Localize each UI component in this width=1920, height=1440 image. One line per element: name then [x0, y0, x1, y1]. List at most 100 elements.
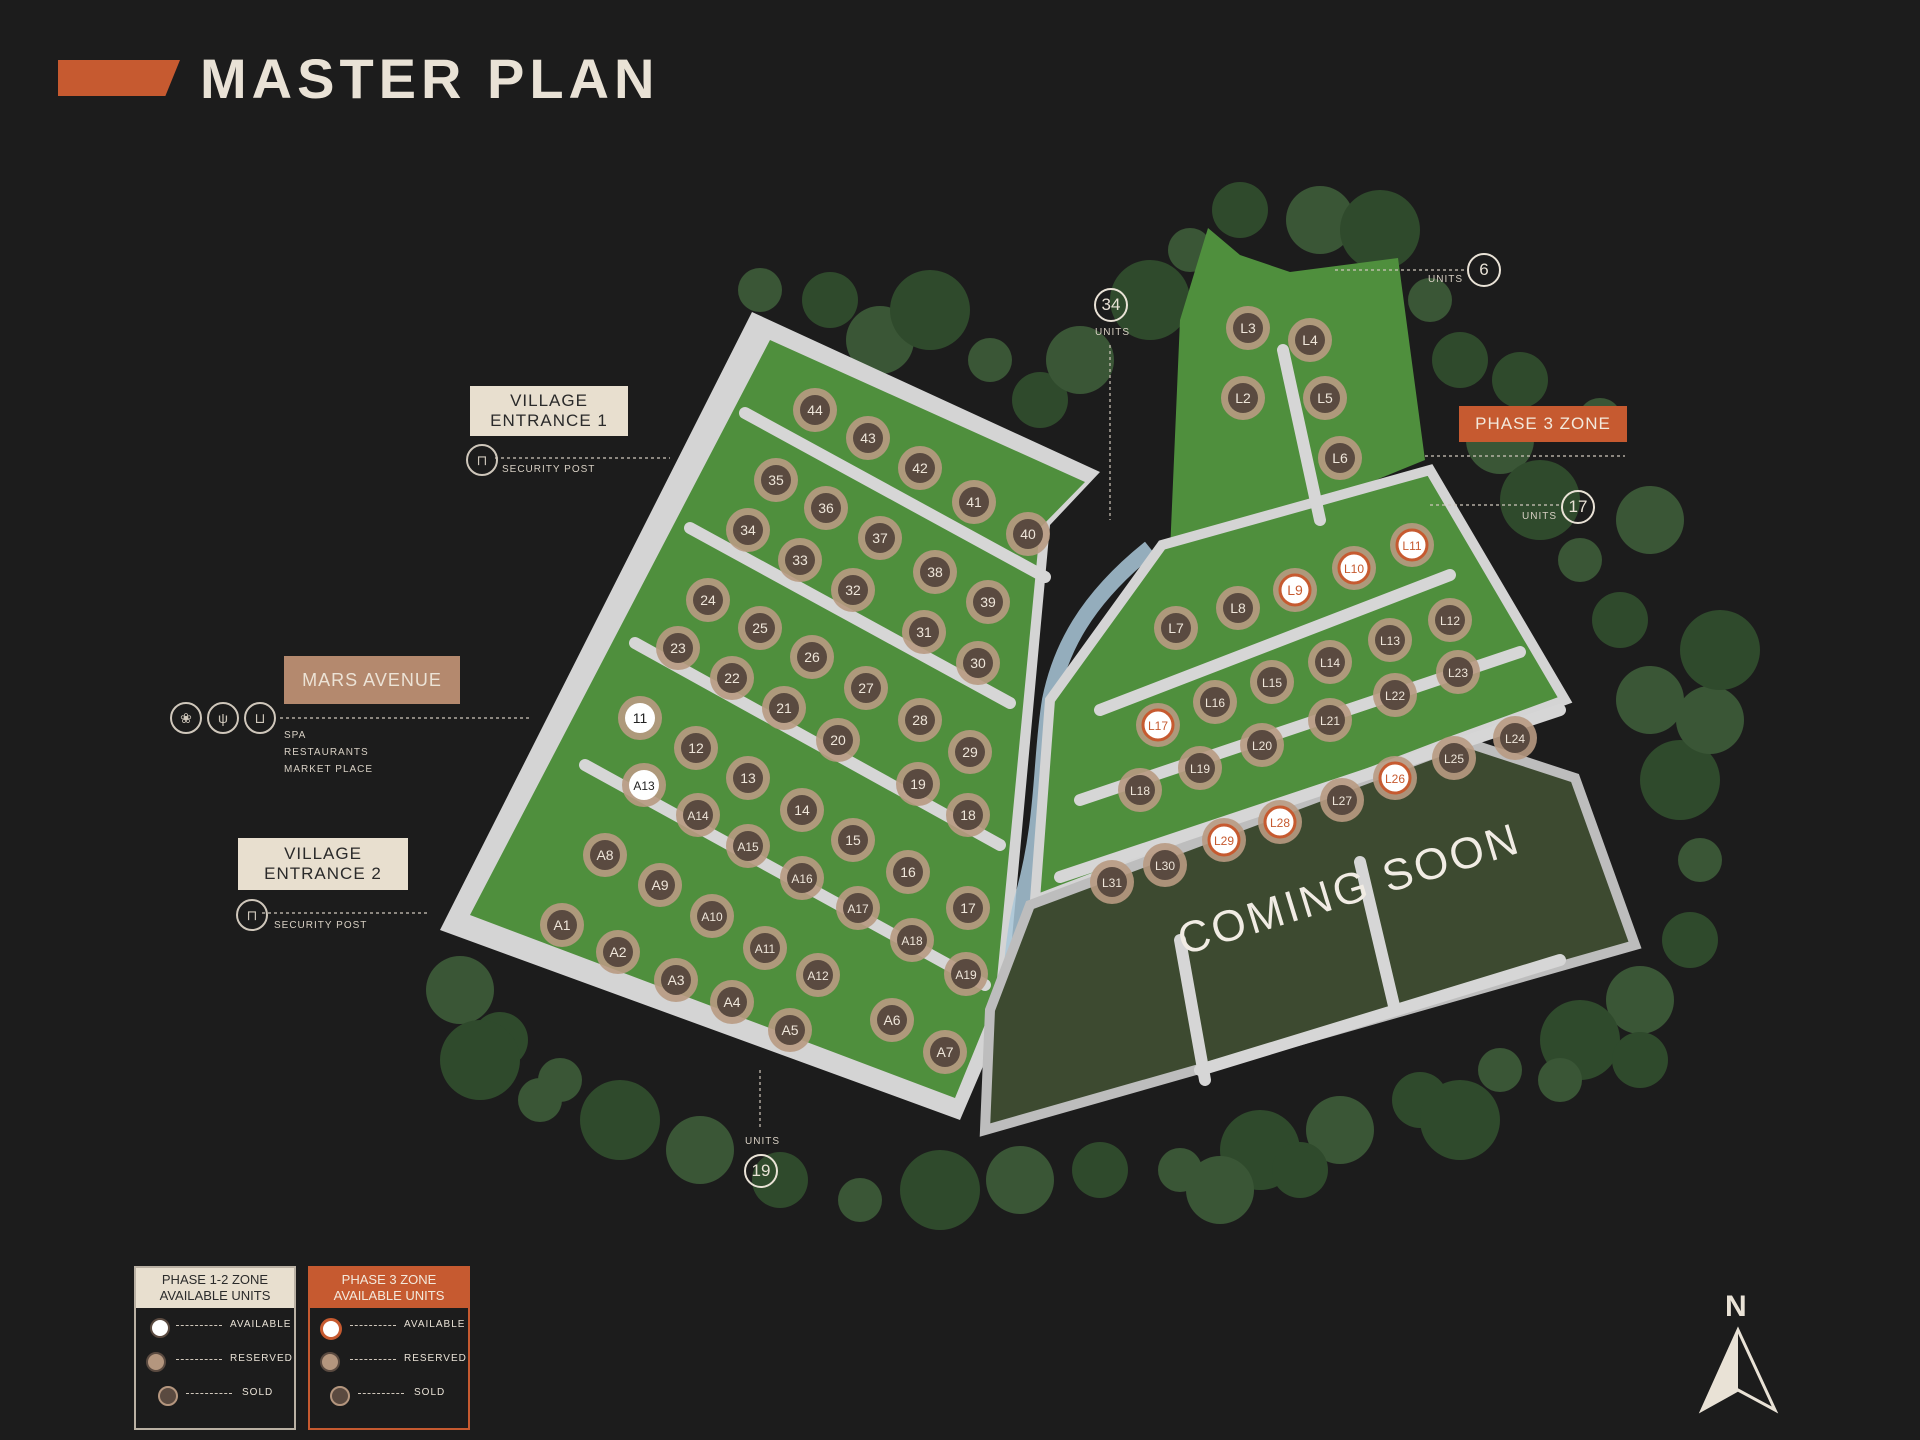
- lot-a5[interactable]: A5: [768, 1008, 812, 1052]
- lot-15[interactable]: 15: [831, 818, 875, 862]
- lot-label: A6: [883, 1012, 900, 1028]
- lot-a15[interactable]: A15: [726, 824, 770, 868]
- lot-l4[interactable]: L4: [1288, 318, 1332, 362]
- lot-a13[interactable]: A13: [622, 763, 666, 807]
- lot-a14[interactable]: A14: [676, 793, 720, 837]
- lot-19[interactable]: 19: [896, 762, 940, 806]
- mars-avenue-label: MARS AVENUE: [284, 656, 460, 704]
- lot-label: L2: [1235, 390, 1251, 406]
- lot-l8[interactable]: L8: [1216, 586, 1260, 630]
- lot-l17[interactable]: L17: [1136, 703, 1180, 747]
- lot-l25[interactable]: L25: [1432, 736, 1476, 780]
- lot-a19[interactable]: A19: [944, 952, 988, 996]
- lot-a6[interactable]: A6: [870, 998, 914, 1042]
- lot-37[interactable]: 37: [858, 516, 902, 560]
- lot-12[interactable]: 12: [674, 726, 718, 770]
- lot-l31[interactable]: L31: [1090, 860, 1134, 904]
- lot-l18[interactable]: L18: [1118, 768, 1162, 812]
- lot-l13[interactable]: L13: [1368, 618, 1412, 662]
- lot-11[interactable]: 11: [618, 696, 662, 740]
- lot-l3[interactable]: L3: [1226, 306, 1270, 350]
- lot-label: L14: [1320, 656, 1340, 670]
- lot-l22[interactable]: L22: [1373, 673, 1417, 717]
- lot-31[interactable]: 31: [902, 610, 946, 654]
- lot-l7[interactable]: L7: [1154, 606, 1198, 650]
- lot-dot: [787, 863, 817, 893]
- lot-23[interactable]: 23: [656, 626, 700, 670]
- lot-l19[interactable]: L19: [1178, 746, 1222, 790]
- tree: [1340, 190, 1420, 270]
- lot-40[interactable]: 40: [1006, 512, 1050, 556]
- lot-44[interactable]: 44: [793, 388, 837, 432]
- lot-21[interactable]: 21: [762, 686, 806, 730]
- lot-13[interactable]: 13: [726, 756, 770, 800]
- lot-35[interactable]: 35: [754, 458, 798, 502]
- lot-l23[interactable]: L23: [1436, 650, 1480, 694]
- lot-l14[interactable]: L14: [1308, 640, 1352, 684]
- lot-dot: [733, 515, 763, 545]
- lot-l12[interactable]: L12: [1428, 598, 1472, 642]
- lot-label: A18: [901, 934, 923, 948]
- lot-l20[interactable]: L20: [1240, 723, 1284, 767]
- lot-a4[interactable]: A4: [710, 980, 754, 1024]
- lot-l2[interactable]: L2: [1221, 376, 1265, 420]
- lot-42[interactable]: 42: [898, 446, 942, 490]
- lot-34[interactable]: 34: [726, 508, 770, 552]
- lot-dot: [1097, 867, 1127, 897]
- lot-a9[interactable]: A9: [638, 863, 682, 907]
- lot-28[interactable]: 28: [898, 698, 942, 742]
- lot-l5[interactable]: L5: [1303, 376, 1347, 420]
- lot-l26[interactable]: L26: [1373, 756, 1417, 800]
- lot-33[interactable]: 33: [778, 538, 822, 582]
- lot-label: A11: [755, 942, 776, 956]
- lot-l24[interactable]: L24: [1493, 716, 1537, 760]
- lot-a11[interactable]: A11: [743, 926, 787, 970]
- lot-label: 22: [724, 670, 740, 686]
- lot-43[interactable]: 43: [846, 416, 890, 460]
- lot-l9[interactable]: L9: [1273, 568, 1317, 612]
- lot-dot: [905, 453, 935, 483]
- lot-39[interactable]: 39: [966, 580, 1010, 624]
- lot-32[interactable]: 32: [831, 568, 875, 612]
- lot-a10[interactable]: A10: [690, 894, 734, 938]
- lot-a18[interactable]: A18: [890, 918, 934, 962]
- lot-l11[interactable]: L11: [1390, 523, 1434, 567]
- lot-a12[interactable]: A12: [796, 953, 840, 997]
- lot-dot: [1200, 687, 1230, 717]
- lot-a8[interactable]: A8: [583, 833, 627, 877]
- lot-l21[interactable]: L21: [1308, 698, 1352, 742]
- lot-dot: [1150, 850, 1180, 880]
- lot-26[interactable]: 26: [790, 635, 834, 679]
- lot-36[interactable]: 36: [804, 486, 848, 530]
- lot-a16[interactable]: A16: [780, 856, 824, 900]
- lot-29[interactable]: 29: [948, 730, 992, 774]
- lot-38[interactable]: 38: [913, 550, 957, 594]
- lot-dot: [1439, 743, 1469, 773]
- lot-l16[interactable]: L16: [1193, 680, 1237, 724]
- lot-17[interactable]: 17: [946, 886, 990, 930]
- lot-l10[interactable]: L10: [1332, 546, 1376, 590]
- lot-18[interactable]: 18: [946, 793, 990, 837]
- lot-24[interactable]: 24: [686, 578, 730, 622]
- lot-l29[interactable]: L29: [1202, 818, 1246, 862]
- lot-a7[interactable]: A7: [923, 1030, 967, 1074]
- lot-25[interactable]: 25: [738, 606, 782, 650]
- lot-a1[interactable]: A1: [540, 903, 584, 947]
- lot-27[interactable]: 27: [844, 666, 888, 710]
- tree: [1640, 740, 1720, 820]
- lot-a2[interactable]: A2: [596, 930, 640, 974]
- lot-l6[interactable]: L6: [1318, 436, 1362, 480]
- lot-l15[interactable]: L15: [1250, 660, 1294, 704]
- lot-41[interactable]: 41: [952, 480, 996, 524]
- lot-l28[interactable]: L28: [1258, 800, 1302, 844]
- lot-16[interactable]: 16: [886, 850, 930, 894]
- lot-a17[interactable]: A17: [836, 886, 880, 930]
- lot-l27[interactable]: L27: [1320, 778, 1364, 822]
- lot-l30[interactable]: L30: [1143, 843, 1187, 887]
- lot-label: L22: [1385, 689, 1405, 703]
- lot-a3[interactable]: A3: [654, 958, 698, 1002]
- lot-22[interactable]: 22: [710, 656, 754, 700]
- lot-20[interactable]: 20: [816, 718, 860, 762]
- lot-14[interactable]: 14: [780, 788, 824, 832]
- lot-30[interactable]: 30: [956, 641, 1000, 685]
